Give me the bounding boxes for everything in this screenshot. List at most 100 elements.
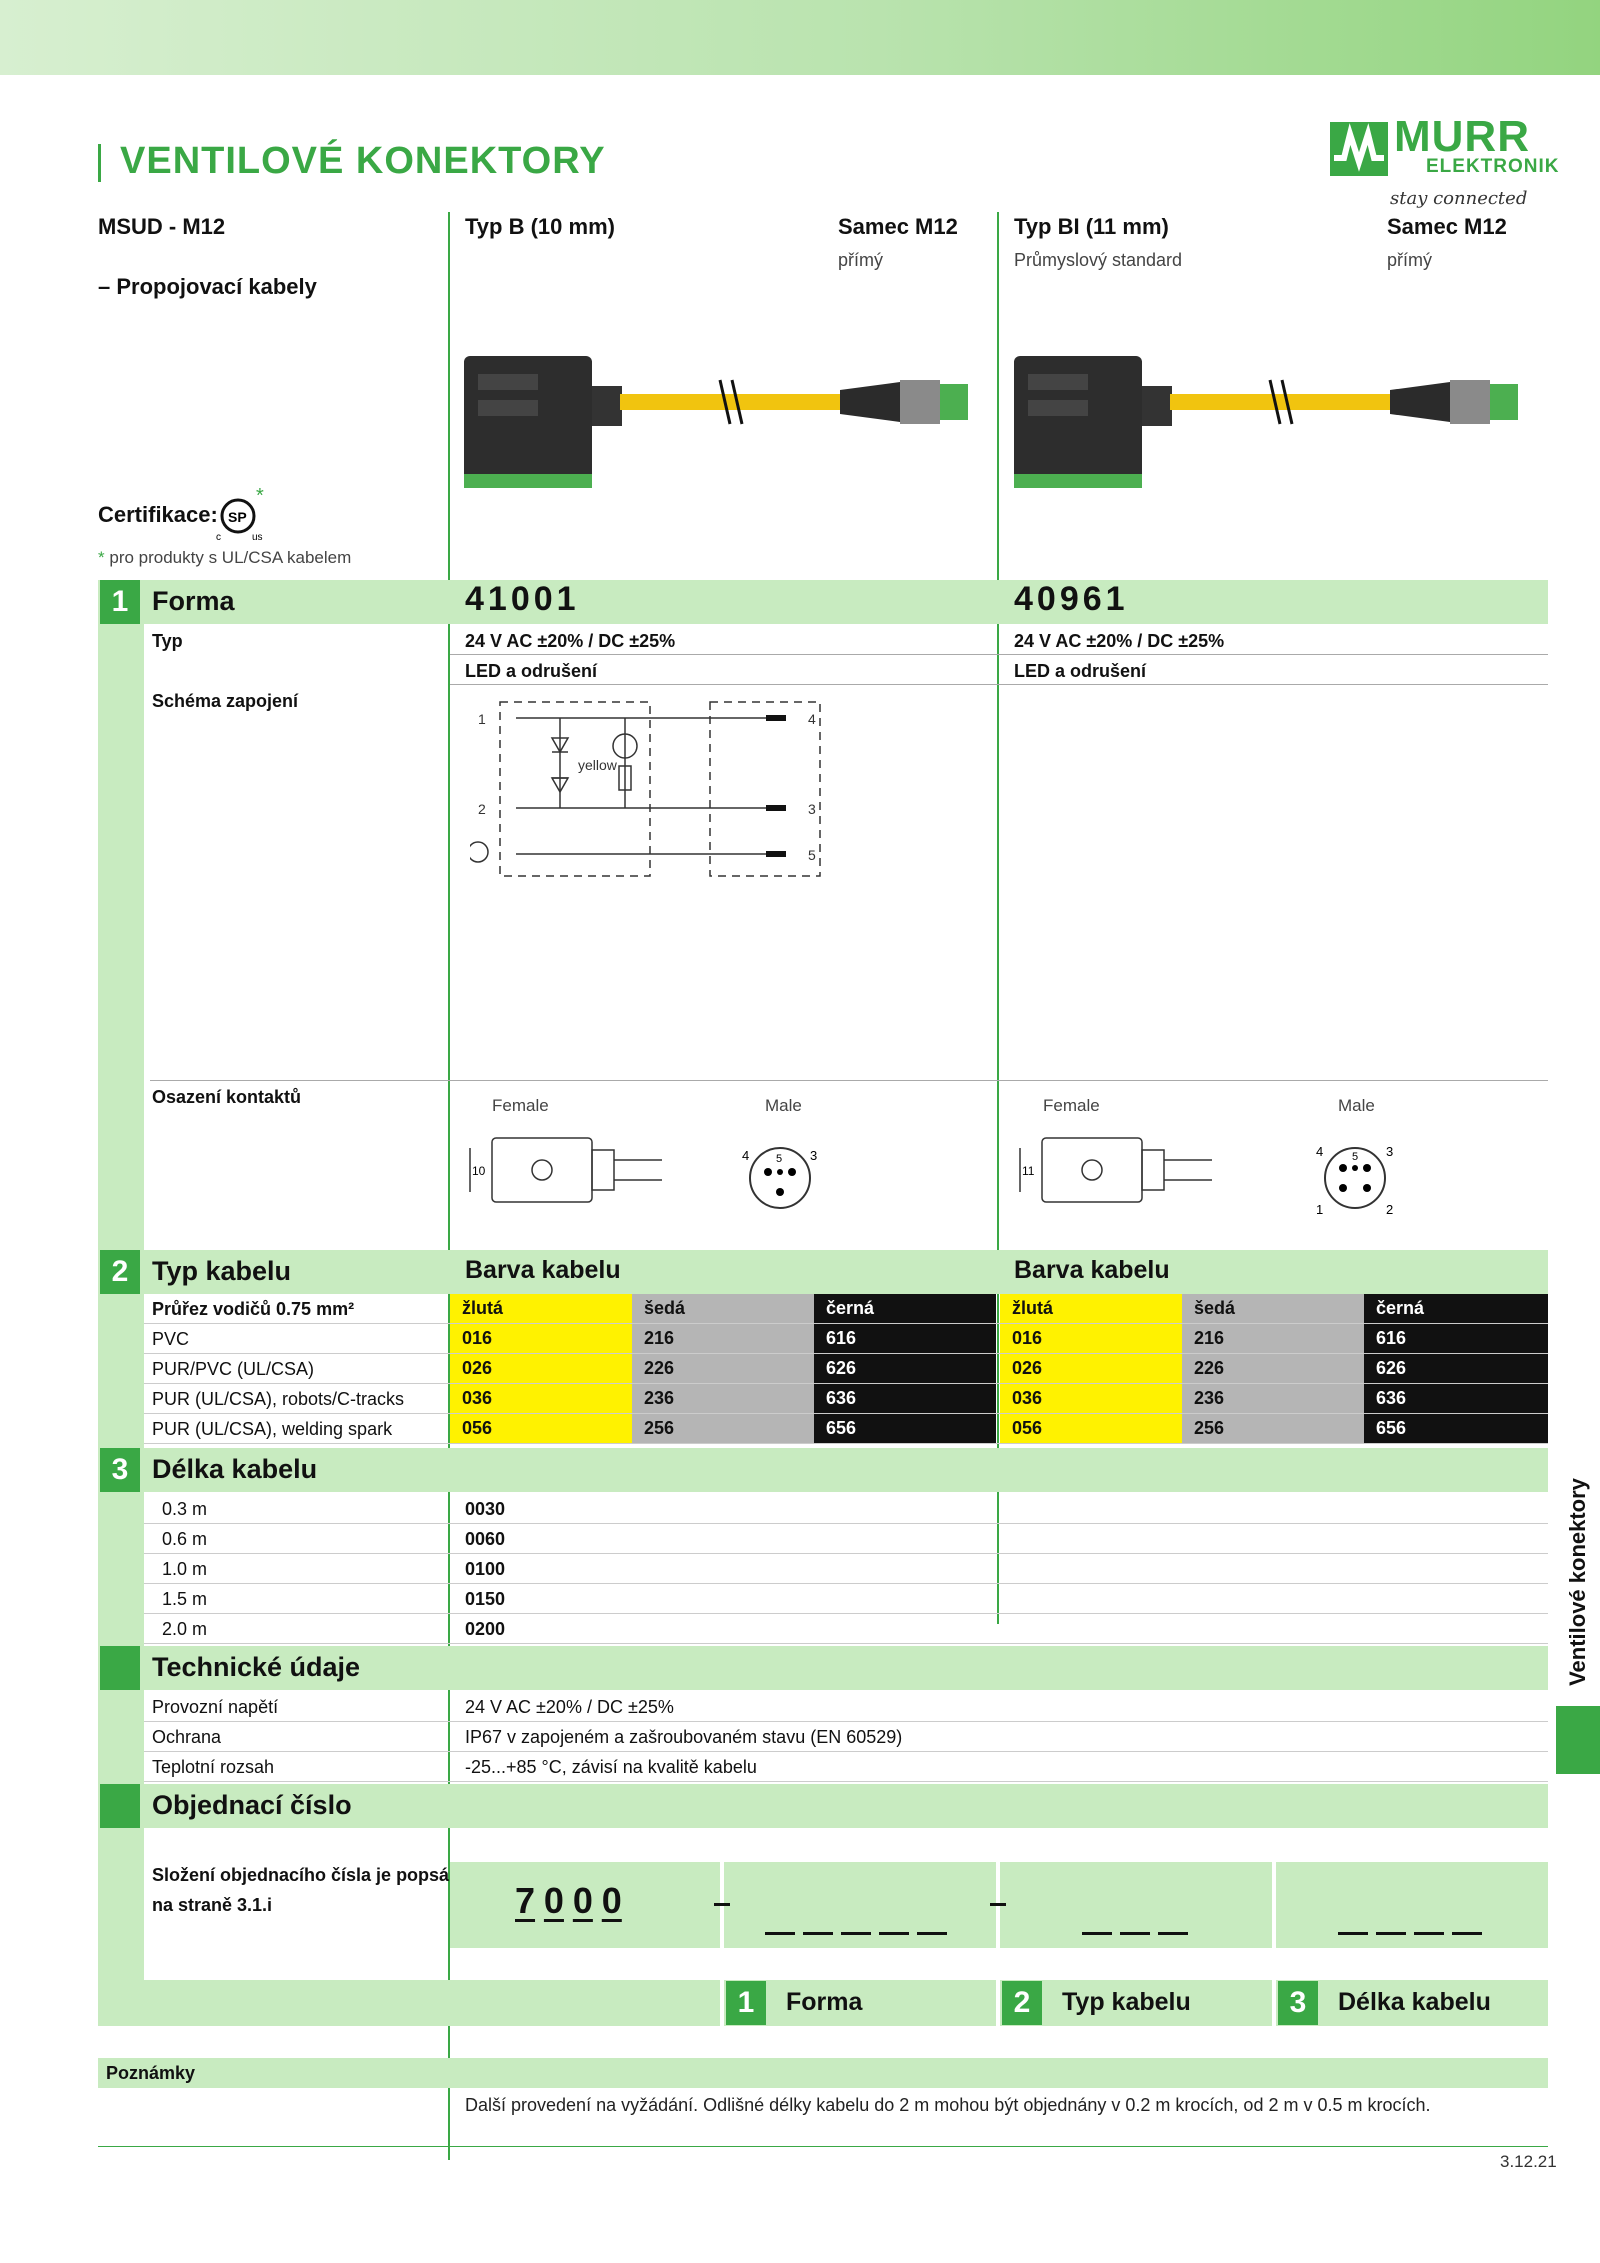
row-divider: [450, 684, 1548, 685]
cable-code-cell: 226: [632, 1354, 814, 1383]
column-divider-2: [997, 212, 999, 580]
cable-code-cell: černá: [814, 1294, 996, 1323]
side-tab-label-container: Ventilové konektory: [1556, 1478, 1600, 1686]
order-digit: 0: [543, 1880, 564, 1921]
tech-table-row: Ochrana IP67 v zapojeném a zašroubovaném …: [144, 1722, 1548, 1752]
col1-type: Typ B (10 mm): [465, 214, 615, 239]
col2-female-label: Female: [1043, 1096, 1100, 1115]
section-order-band: [98, 1784, 1548, 1828]
order-forma-blanks: [765, 1922, 955, 1940]
tech-label: Ochrana: [152, 1727, 222, 1747]
cable-code-cell: 236: [1182, 1384, 1364, 1413]
section-1-number: 1: [100, 580, 140, 624]
side-tab-marker: [1556, 1706, 1600, 1774]
svg-text:11: 11: [1022, 1164, 1035, 1178]
cable-code-cell: 656: [1364, 1414, 1548, 1443]
cable-code-cell: 626: [814, 1354, 996, 1383]
product-subtitle: – Propojovací kabely: [98, 274, 317, 299]
cable-code-cell: 036: [450, 1384, 632, 1413]
order-parts-gap: [1272, 1980, 1276, 2026]
notes-label: Poznámky: [106, 2063, 196, 2083]
col2-type-sub: Průmyslový standard: [1014, 250, 1183, 270]
cable-code-cell: 236: [632, 1384, 814, 1413]
cable-code-cell: 226: [1182, 1354, 1364, 1383]
order-length-blanks: [1338, 1922, 1490, 1940]
cable-code-cell: šedá: [1182, 1294, 1364, 1323]
section-tech-marker: [100, 1646, 140, 1690]
order-note-1: Složení objednacího čísla je popsáno: [152, 1865, 472, 1885]
product-image-2: [1014, 356, 1518, 488]
col2-color-header: Barva kabelu: [1014, 1256, 1170, 1284]
section-forma-label: Forma: [152, 586, 235, 616]
length-code: 0150: [465, 1589, 506, 1609]
svg-text:4: 4: [808, 711, 816, 727]
cable-code-cell: 626: [1364, 1354, 1548, 1383]
length-label: 2.0 m: [162, 1619, 208, 1639]
top-banner: [0, 0, 1600, 75]
cable-code-cell: 616: [1364, 1324, 1548, 1353]
order-part-1-label: Forma: [786, 1988, 863, 2016]
section-cable-label: Typ kabelu: [152, 1256, 292, 1286]
col2-feature: LED a odrušení: [1014, 661, 1147, 681]
schema-yellow-label: yellow: [578, 757, 618, 773]
length-label: 0.6 m: [162, 1529, 208, 1549]
order-cable-blanks: [1082, 1922, 1196, 1940]
csa-cert-icon: SP c us *: [216, 486, 264, 542]
svg-text:10: 10: [472, 1164, 486, 1178]
tech-label: Provozní napětí: [152, 1697, 279, 1717]
svg-text:1: 1: [1316, 1202, 1323, 1217]
cable-row-label: PUR/PVC (UL/CSA): [152, 1359, 315, 1379]
order-part-3-label: Délka kabelu: [1338, 1988, 1491, 2016]
section-order-marker: [100, 1784, 140, 1828]
col2-male-label: Male: [1338, 1096, 1375, 1115]
svg-text:2: 2: [478, 801, 486, 817]
cable-row-label: PUR (UL/CSA), robots/C-tracks: [152, 1389, 405, 1409]
schema-label: Schéma zapojení: [152, 691, 299, 711]
order-prefix-digits: 7 0 0 0: [515, 1880, 622, 1922]
cable-row-label: Průřez vodičů 0.75 mm²: [152, 1299, 355, 1319]
col1-female-drawing: 10: [469, 1137, 662, 1203]
tech-value: IP67 v zapojeném a zašroubovaném stavu (…: [465, 1727, 903, 1747]
column-divider-2-lower: [997, 624, 999, 1624]
tech-value: 24 V AC ±20% / DC ±25%: [465, 1697, 674, 1717]
length-code: 0030: [465, 1499, 506, 1519]
part-number-2: 40961: [1014, 580, 1129, 618]
order-digit: 0: [601, 1880, 622, 1921]
svg-text:*: *: [256, 486, 264, 507]
column-divider-1: [448, 212, 450, 580]
order-length-box: [1276, 1862, 1548, 1948]
page-title: VENTILOVÉ KONEKTORY: [120, 140, 606, 182]
order-part-3-number: 3: [1278, 1981, 1318, 2025]
order-digit: 0: [572, 1880, 593, 1921]
section-forma-band: [98, 580, 1548, 624]
section-length-label: Délka kabelu: [152, 1454, 318, 1484]
cert-label: Certifikace:: [98, 502, 218, 527]
length-label: 0.3 m: [162, 1499, 208, 1519]
side-tab-label: Ventilové konektory: [1565, 1478, 1590, 1686]
footer-divider: [98, 2146, 1548, 2147]
murr-logo-icon: [1330, 122, 1388, 176]
order-prefix-box: [450, 1862, 720, 1948]
length-label: 1.0 m: [162, 1559, 208, 1579]
order-part-2-label: Typ kabelu: [1062, 1988, 1191, 2016]
svg-text:3: 3: [808, 801, 816, 817]
title-bar-accent: [98, 144, 101, 182]
tech-value: -25...+85 °C, závisí na kvalitě kabelu: [465, 1757, 757, 1777]
wiring-schematic: 1 2 4 3 5 yellow: [470, 701, 821, 877]
row-divider: [450, 654, 1548, 655]
cable-code-cell: 026: [1000, 1354, 1182, 1383]
cable-code-cell: 636: [1364, 1384, 1548, 1413]
svg-text:4: 4: [742, 1148, 749, 1163]
tagline: stay connected: [1390, 188, 1528, 209]
col2-female-drawing: 11: [1019, 1137, 1212, 1203]
product-family: MSUD - M12: [98, 214, 226, 239]
length-code: 0060: [465, 1529, 506, 1549]
